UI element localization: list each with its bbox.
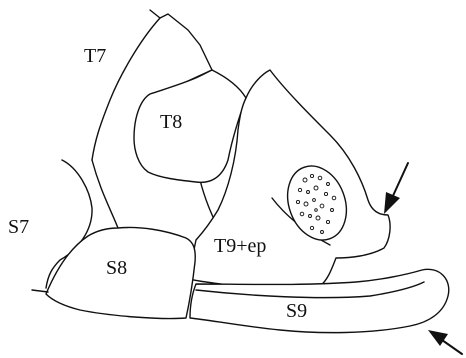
label-t8: T8 xyxy=(160,111,182,133)
base-line xyxy=(32,290,48,292)
arrow-down-left xyxy=(384,163,408,214)
label-s7: S7 xyxy=(8,216,29,238)
label-t9ep: T9+ep xyxy=(214,235,266,257)
arrow-up-left xyxy=(428,330,462,354)
label-s8: S8 xyxy=(106,257,127,279)
t8-outline xyxy=(134,70,246,182)
label-s9: S9 xyxy=(286,300,307,322)
t7-lower-line xyxy=(92,160,118,228)
label-t7: T7 xyxy=(84,45,106,67)
